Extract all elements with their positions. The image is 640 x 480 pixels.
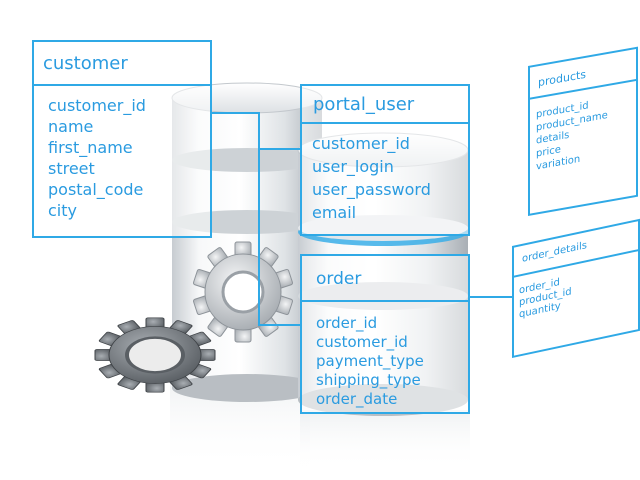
relation-connector (260, 148, 300, 150)
field-item: postal_code (48, 182, 210, 203)
table-customer: customer customer_id name first_name str… (32, 40, 212, 238)
relation-connector (470, 296, 514, 298)
field-item: customer_id (312, 136, 468, 159)
table-title: order (302, 256, 468, 302)
field-item: user_password (312, 182, 468, 205)
table-portal-user: portal_user customer_id user_login user_… (300, 84, 470, 236)
field-item: city (48, 203, 210, 224)
field-list: customer_id user_login user_password ema… (302, 124, 468, 228)
field-item: user_login (312, 159, 468, 182)
field-item: email (312, 205, 468, 228)
gear-icon (193, 242, 293, 342)
field-list: order_id customer_id payment_type shippi… (302, 302, 468, 411)
relation-connector (212, 112, 260, 114)
table-title: customer (34, 42, 210, 86)
field-item: customer_id (48, 98, 210, 119)
field-item: street (48, 161, 210, 182)
floor-reflection (300, 410, 470, 470)
relation-connector (258, 324, 302, 326)
field-item: name (48, 119, 210, 140)
relation-connector (258, 112, 260, 326)
field-list: customer_id name first_name street posta… (34, 86, 210, 224)
field-item: order_date (316, 392, 468, 411)
table-products: products product_id product_name details… (528, 47, 638, 216)
table-title: portal_user (302, 86, 468, 124)
table-order: order order_id customer_id payment_type … (300, 254, 470, 414)
field-item: first_name (48, 140, 210, 161)
